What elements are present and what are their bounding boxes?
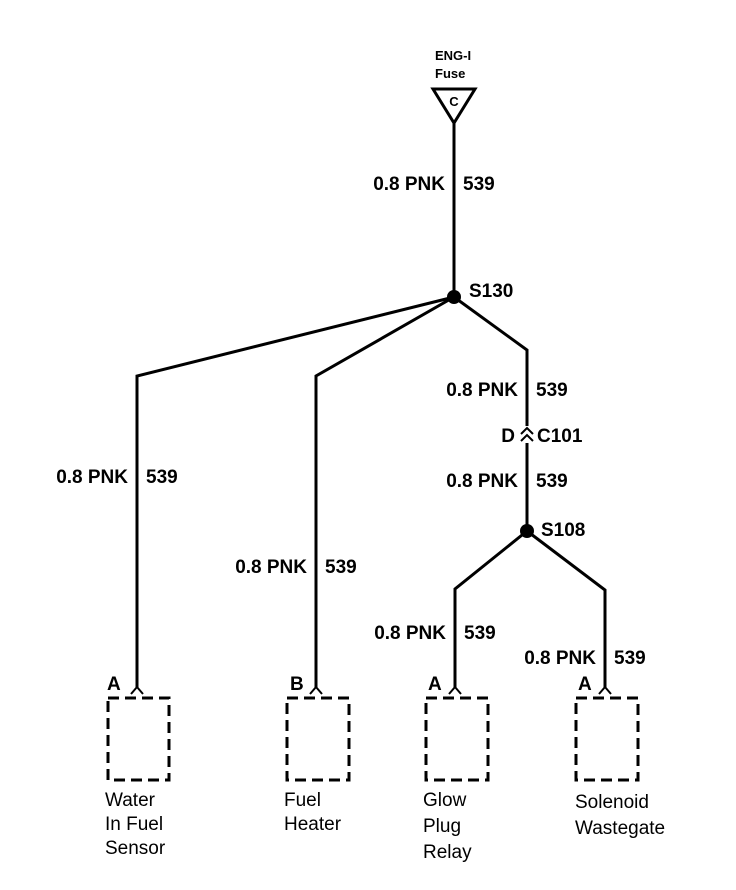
component-glow-plug-relay: A Glow Plug Relay	[423, 674, 490, 863]
terminal-pin: A	[107, 674, 121, 695]
splice-label: S108	[541, 520, 585, 541]
wire-size-color: 0.8 PNK	[235, 557, 307, 578]
fuse-eng-1: ENG-I Fuse C	[430, 48, 478, 126]
component-name-line: Heater	[284, 814, 342, 835]
connector-pin: D	[501, 426, 515, 447]
terminal-pin: B	[290, 674, 304, 695]
fuse-label: Fuse	[435, 66, 465, 81]
wire-to-solenoid-wastegate: 0.8 PNK 539	[524, 529, 646, 688]
wire-size-color: 0.8 PNK	[373, 174, 445, 195]
connector-c101: D C101	[501, 426, 583, 447]
wire-circuit: 539	[536, 471, 568, 492]
component-box	[574, 696, 640, 782]
wire-to-glow-plug-relay: 0.8 PNK 539	[374, 529, 528, 688]
wire-circuit: 539	[614, 648, 646, 669]
connector-name: C101	[537, 426, 583, 447]
wire-fuse-to-s130: 0.8 PNK 539	[373, 123, 495, 297]
component-name-line: In Fuel	[105, 814, 163, 835]
wire-circuit: 539	[325, 557, 357, 578]
fuse-symbol	[430, 87, 478, 126]
wire-size-color: 0.8 PNK	[446, 471, 518, 492]
wire-c101-to-s108: 0.8 PNK 539	[446, 443, 568, 531]
wire-circuit: 539	[146, 467, 178, 488]
component-name-line: Sensor	[105, 838, 166, 859]
component-box	[424, 696, 490, 782]
component-solenoid-wastegate: A Solenoid Wastegate	[574, 674, 665, 839]
wire-to-water-in-fuel-sensor: 0.8 PNK 539	[56, 295, 455, 688]
component-name-line: Water	[105, 790, 156, 811]
wire-circuit: 539	[463, 174, 495, 195]
component-box	[285, 696, 351, 782]
wire-circuit: 539	[536, 380, 568, 401]
component-name-line: Fuel	[284, 790, 321, 811]
terminal-pin: A	[428, 674, 442, 695]
component-name-line: Plug	[423, 816, 461, 837]
component-name-line: Wastegate	[575, 818, 665, 839]
wire-to-fuel-heater: 0.8 PNK 539	[235, 295, 455, 688]
fuse-name: ENG-I	[435, 48, 471, 63]
fuse-terminal: C	[449, 94, 459, 109]
splice-s108: S108	[520, 520, 585, 541]
wire-size-color: 0.8 PNK	[524, 648, 596, 669]
wire-size-color: 0.8 PNK	[56, 467, 128, 488]
component-water-in-fuel-sensor: A Water In Fuel Sensor	[105, 674, 171, 859]
component-name-line: Glow	[423, 790, 467, 811]
component-name-line: Relay	[423, 842, 472, 863]
terminal-pin: A	[578, 674, 592, 695]
wire-size-color: 0.8 PNK	[446, 380, 518, 401]
wire-size-color: 0.8 PNK	[374, 623, 446, 644]
component-name-line: Solenoid	[575, 792, 649, 813]
wire-to-c101: 0.8 PNK 539	[446, 295, 568, 426]
splice-label: S130	[469, 281, 513, 302]
component-fuel-heater: B Fuel Heater	[284, 674, 351, 835]
wire-circuit: 539	[464, 623, 496, 644]
component-box	[106, 696, 171, 782]
